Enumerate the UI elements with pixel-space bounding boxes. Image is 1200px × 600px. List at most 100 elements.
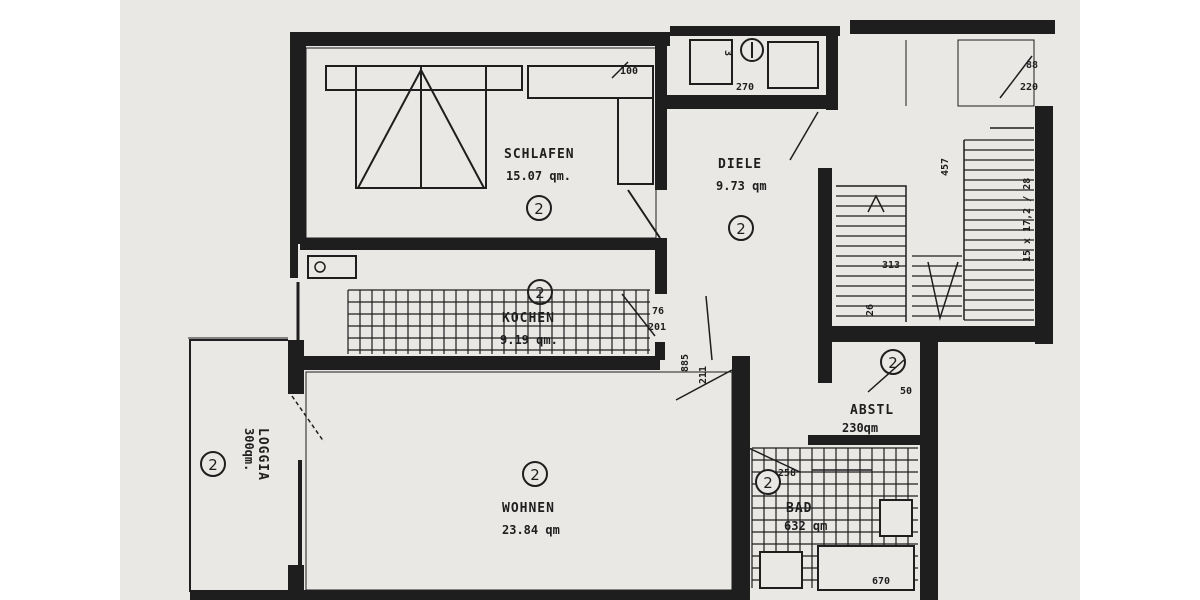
dim-bad-top: 258 <box>778 468 796 479</box>
stair-arrow-lower <box>927 261 959 321</box>
walls <box>190 20 1055 600</box>
room-name-abstl: ABSTL <box>850 403 894 418</box>
hall-door-swing <box>789 111 819 161</box>
entry-door-swing <box>999 55 1033 99</box>
wall-stair-bottom <box>818 326 1053 342</box>
stair-arrow <box>867 194 885 213</box>
entry-area <box>957 39 1035 107</box>
room-marker-schlafen: 2 <box>526 195 552 221</box>
room-name-loggia: LOGGIA <box>255 428 270 481</box>
kitchen-door-swing <box>621 293 656 337</box>
wall-bedroom-hall <box>655 46 667 190</box>
dim-bad-bottom: 670 <box>872 576 890 587</box>
kitchen-sink-bowl <box>314 261 326 273</box>
wc-fixtures <box>611 38 819 89</box>
dim-stair-length: 457 <box>940 158 951 176</box>
room-markers: 2 2 2 2 2 2 2 <box>200 195 906 495</box>
dim-living-door-a: 885 <box>680 354 691 372</box>
wall-bedroom-kitchen <box>300 238 666 250</box>
room-marker-diele: 2 <box>728 215 754 241</box>
room-area-kochen: 9.19 qm. <box>500 333 558 347</box>
wc-door-swing <box>611 61 629 79</box>
loggia-outline <box>189 339 288 592</box>
bedroom-furniture <box>325 65 661 239</box>
bath-shower <box>879 499 913 537</box>
bedroom-door-swing <box>627 189 661 239</box>
room-marker-abstl: 2 <box>880 349 906 375</box>
wc-basin <box>767 41 819 89</box>
dim-entry-a: 88 <box>1026 60 1038 71</box>
dim-top-right-a: 88 <box>858 20 870 31</box>
wall-stair-left <box>818 168 832 383</box>
stairs <box>836 127 1034 322</box>
wall-right-bath <box>920 340 938 600</box>
bath-toilet <box>759 551 803 589</box>
room-marker-schlafen-text: 2 <box>534 200 544 218</box>
room-name-wohnen: WOHNEN <box>502 501 555 516</box>
wall-kitchen-hall <box>655 238 667 294</box>
wall-left-kitchen-upper <box>290 244 298 278</box>
bath-fixtures <box>739 443 918 591</box>
wall-top-bedroom <box>290 32 670 46</box>
room-marker-kochen: 2 <box>527 279 553 305</box>
room-labels: SCHLAFEN 15.07 qm. DIELE 9.73 qm KOCHEN … <box>242 147 894 537</box>
stair-flight-lower <box>836 195 962 317</box>
room-marker-diele-text: 2 <box>736 220 746 238</box>
room-name-diele: DIELE <box>718 157 762 172</box>
room-marker-loggia: 2 <box>200 451 226 477</box>
room-name-schlafen: SCHLAFEN <box>504 147 575 162</box>
bedroom-floor-outline <box>305 47 657 239</box>
dim-entry-b: 220 <box>1020 82 1038 93</box>
wc-sink <box>689 39 733 85</box>
dim-stair-width: 313 <box>882 260 900 271</box>
wall-wc-bottom <box>667 95 837 109</box>
room-marker-bad-text: 2 <box>763 474 773 492</box>
kitchen-tiles <box>347 289 650 354</box>
wall-storage-bath <box>808 435 920 445</box>
room-area-wohnen: 23.84 qm <box>502 523 560 537</box>
bath-tub <box>817 545 915 591</box>
bed-covers <box>357 67 485 189</box>
living-door-swing <box>675 369 733 401</box>
kitchen-fixtures <box>307 255 656 354</box>
wall-left-kitchen-lower <box>288 340 304 394</box>
dim-shaft-top: 3 <box>722 50 733 56</box>
loggia-door-swing <box>291 395 325 443</box>
storage-door-swing <box>867 359 905 393</box>
room-marker-wohnen: 2 <box>522 461 548 487</box>
room-name-kochen: KOCHEN <box>502 311 555 326</box>
wall-kitchen-living <box>300 356 660 370</box>
door-swings <box>291 55 1033 443</box>
bath-door-swing <box>739 443 801 473</box>
wardrobe <box>527 65 654 99</box>
dim-kitchen-door-a: 76 <box>652 306 664 317</box>
room-marker-kochen-text: 2 <box>535 284 545 302</box>
dim-wc-door: 100 <box>620 66 638 77</box>
dim-stair-base: 26 <box>865 304 876 316</box>
wall-top-wc <box>670 26 840 36</box>
room-area-diele: 9.73 qm <box>716 179 767 193</box>
wall-living-bath <box>732 356 750 600</box>
room-name-bad: BAD <box>786 501 812 516</box>
wall-stair-right <box>1035 106 1053 344</box>
dim-top-right-b: 20 <box>880 20 892 31</box>
room-area-schlafen: 15.07 qm. <box>506 169 571 183</box>
dim-living-door-b: 211 <box>698 366 709 384</box>
thin-lines <box>188 39 1035 592</box>
room-area-bad: 632 qm <box>784 519 827 533</box>
wall-top-right <box>850 20 1055 34</box>
stair-rail <box>836 185 907 322</box>
wall-kitchen-hall-stub <box>655 342 665 360</box>
hall-divider-line <box>705 295 713 361</box>
living-floor-outline <box>305 371 733 591</box>
kitchen-sink <box>307 255 357 279</box>
room-marker-loggia-text: 2 <box>208 456 218 474</box>
dim-kitchen-door-b: 201 <box>648 322 666 333</box>
wc-toilet <box>740 38 764 62</box>
wall-bottom-living <box>190 590 745 600</box>
wardrobe-side <box>617 97 654 185</box>
room-area-loggia: 300qm. <box>242 428 256 471</box>
room-marker-abstl-text: 2 <box>888 354 898 372</box>
dim-abstl-door: 50 <box>900 386 912 397</box>
